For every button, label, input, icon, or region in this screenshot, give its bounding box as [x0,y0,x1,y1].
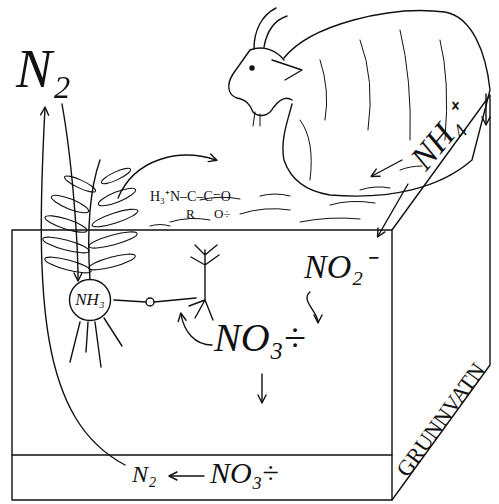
leaching-arrow [261,374,262,402]
layer-label: GRUNNVATN [393,359,490,480]
goat-beard [253,112,260,126]
goat-body [283,11,490,196]
goat-eye [250,66,254,70]
fixation-arrow [62,104,78,280]
denitrification-arrow [170,475,204,476]
formula-label: O÷ [214,207,231,220]
node-text: NH₃ [68,278,112,322]
block-side [392,95,490,500]
nodule-link [114,298,196,302]
grass [150,166,422,226]
nitrification-arrow-1 [378,184,408,236]
nodule [146,298,154,306]
formula-label: R [186,207,195,220]
molecule-label: N₂ [16,42,71,96]
ion-label: NH₄⁺ [404,100,475,176]
nitrification-arrow-2 [307,292,318,322]
dung-arrow [485,94,486,124]
ion-label: NO₃÷ [210,458,279,488]
goat-head [229,48,292,115]
uptake-arrow [181,314,212,345]
surface-arrow [372,160,402,176]
ion-label: NO₂⁻ [304,250,374,284]
fern-roots [70,318,122,367]
molecule-label: N₂ [132,462,156,486]
goat-horns [254,8,287,49]
fixation-return-arrow [41,108,125,465]
nh3-circle: NH₃ [68,278,112,322]
fern-leaves [42,166,140,276]
block-front [12,230,392,500]
groundwater-line [12,454,392,455]
ion-label: NO₃÷ [214,318,305,358]
goat-ear [272,60,302,80]
formula-label: H₃⁺N–C–C=O [150,190,231,204]
small-plant [189,245,219,320]
